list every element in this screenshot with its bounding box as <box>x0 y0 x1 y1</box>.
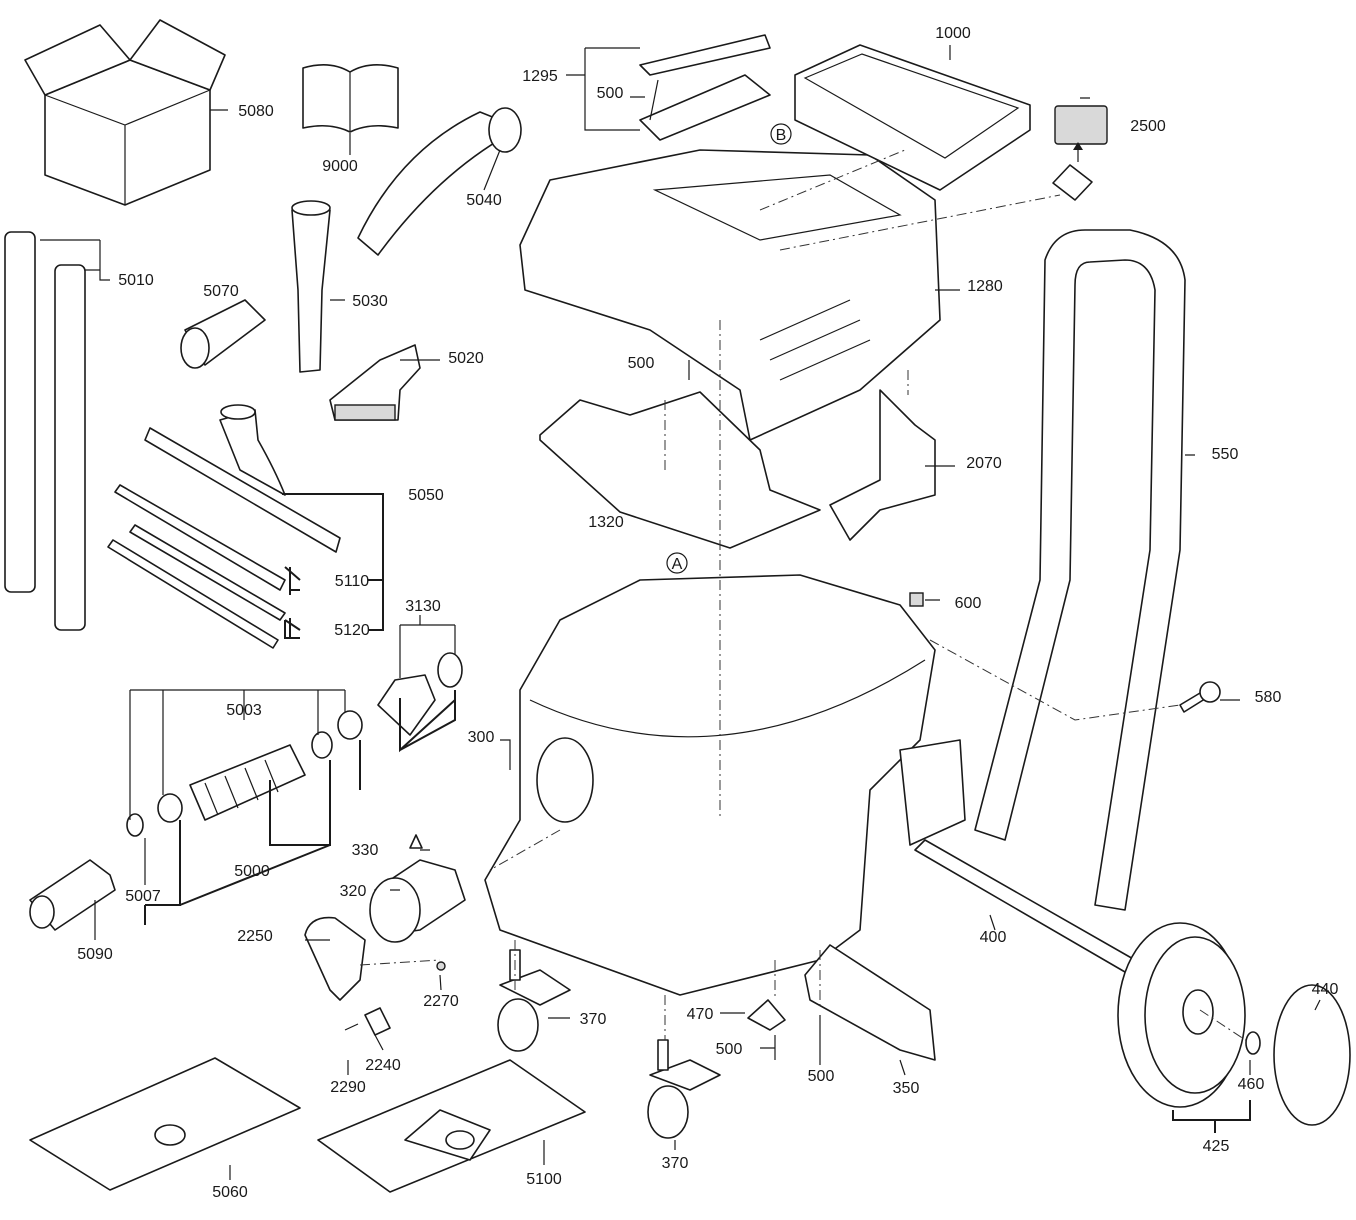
part-440-hubcap <box>1273 984 1351 1126</box>
part-460-clip <box>1245 1031 1261 1055</box>
small-screws <box>649 79 821 1060</box>
part-label: 370 <box>662 1155 689 1172</box>
part-2250-flap <box>304 916 446 1036</box>
part-425-wheel <box>1117 922 1246 1108</box>
part-label: 300 <box>468 729 495 746</box>
part-label: 5010 <box>118 272 154 289</box>
part-5020-brush-nozzle <box>329 344 421 421</box>
part-3130-connector <box>377 652 463 736</box>
part-580-screw <box>1179 681 1221 713</box>
part-label: 330 <box>352 842 379 859</box>
part-label: 5020 <box>448 350 484 367</box>
part-5100-bag <box>317 1059 586 1193</box>
part-label: 9000 <box>322 158 358 175</box>
part-2070-louvers <box>829 389 936 541</box>
part-470-holder <box>747 999 786 1031</box>
part-label: 320 <box>340 883 367 900</box>
part-label: 5040 <box>466 192 502 209</box>
part-label: 5007 <box>125 888 161 905</box>
part-5030-crevice-tool <box>291 200 331 373</box>
part-label: 350 <box>893 1080 920 1097</box>
part-label: 580 <box>1255 689 1282 706</box>
leader-lines <box>40 45 1321 1180</box>
part-5070-adapter <box>180 299 266 369</box>
part-label: 5100 <box>526 1171 562 1188</box>
center-lines <box>359 149 1251 1044</box>
part-label: 3130 <box>405 598 441 615</box>
part-label: 1000 <box>935 25 971 42</box>
part-5080-box <box>24 19 226 206</box>
part-label: 5000 <box>234 863 270 880</box>
part-label: 2240 <box>365 1057 401 1074</box>
part-label: 500 <box>628 355 655 372</box>
part-5060-bag <box>29 1057 301 1191</box>
part-550-handle-frame <box>974 229 1186 911</box>
part-label: 2070 <box>966 455 1002 472</box>
part-1000-filter <box>794 44 1031 191</box>
part-label: 460 <box>1238 1076 1265 1093</box>
part-label: 5003 <box>226 702 262 719</box>
part-label: 5110 <box>335 573 370 590</box>
part-label: 550 <box>1212 446 1239 463</box>
part-label: 425 <box>1203 1138 1230 1155</box>
part-label: 5060 <box>212 1184 248 1201</box>
part-5050-floor-nozzle <box>144 404 341 553</box>
part-label: 2250 <box>237 928 273 945</box>
part-label: 600 <box>955 595 982 612</box>
part-5040-bend <box>357 107 522 256</box>
part-9000-manual <box>302 64 399 133</box>
svg-text:A: A <box>672 556 683 573</box>
part-label: 5030 <box>352 293 388 310</box>
part-label: 1280 <box>967 278 1003 295</box>
part-label: 440 <box>1312 981 1339 998</box>
part-320-inlet <box>369 834 466 943</box>
part-5090-adapter <box>29 859 116 931</box>
part-label: 5070 <box>203 283 239 300</box>
part-370-caster-2 <box>647 1039 721 1139</box>
section-marker-a: A <box>666 552 688 574</box>
part-5120-strips <box>107 539 279 649</box>
part-600-nut <box>909 592 924 607</box>
part-label: 500 <box>716 1041 743 1058</box>
part-1280-motor-head <box>519 149 941 441</box>
part-label: 1295 <box>522 68 558 85</box>
part-label: 5120 <box>334 622 370 639</box>
part-label: 2270 <box>423 993 459 1010</box>
part-label: 2500 <box>1130 118 1166 135</box>
part-350-tool-holder <box>804 944 936 1061</box>
part-300-container <box>484 574 966 996</box>
part-label: 500 <box>808 1068 835 1085</box>
part-label: 400 <box>980 929 1007 946</box>
part-5003-hose-parts <box>126 710 363 837</box>
part-label: 5050 <box>408 487 444 504</box>
svg-text:B: B <box>776 127 787 144</box>
part-5000-hose <box>189 744 306 821</box>
part-370-caster <box>497 949 571 1052</box>
part-5110-strips <box>114 484 286 621</box>
part-labels: 1000 1295 500 5080 2500 9000 5040 5010 1… <box>77 25 1338 1201</box>
part-5010-tubes <box>4 231 86 631</box>
part-label: 1320 <box>588 514 624 531</box>
part-label: 5090 <box>77 946 113 963</box>
section-marker-b: B <box>770 123 792 145</box>
part-label: 2290 <box>330 1079 366 1096</box>
part-2500-label <box>1052 105 1108 201</box>
part-label: 500 <box>597 85 624 102</box>
part-label: 470 <box>687 1006 714 1023</box>
part-1295-handle <box>639 34 771 141</box>
part-1320-plate <box>539 391 821 549</box>
part-label: 5080 <box>238 103 274 120</box>
part-label: 370 <box>580 1011 607 1028</box>
